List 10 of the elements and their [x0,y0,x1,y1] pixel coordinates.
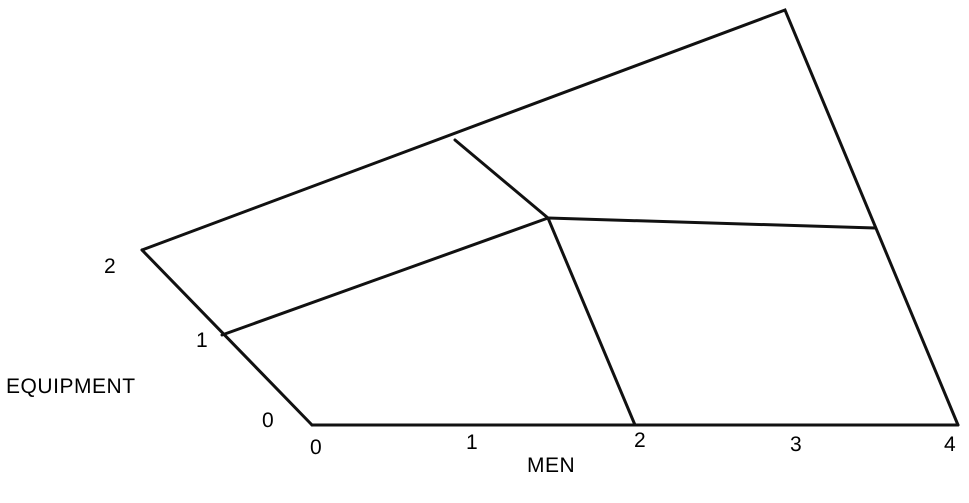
axis-tick-label: 0 [262,410,274,431]
axis-tick-label: 0 [310,437,322,458]
axis-tick-label: 2 [634,430,646,451]
axis-title: MEN [527,455,576,476]
axis-tick-label: 1 [466,432,478,453]
axis-title: EQUIPMENT [6,376,136,397]
axis-tick-label: 4 [944,434,956,455]
axis-tick-label: 2 [104,256,116,277]
axis-tick-label: 1 [196,330,208,351]
axis-tick-label: 3 [790,434,802,455]
